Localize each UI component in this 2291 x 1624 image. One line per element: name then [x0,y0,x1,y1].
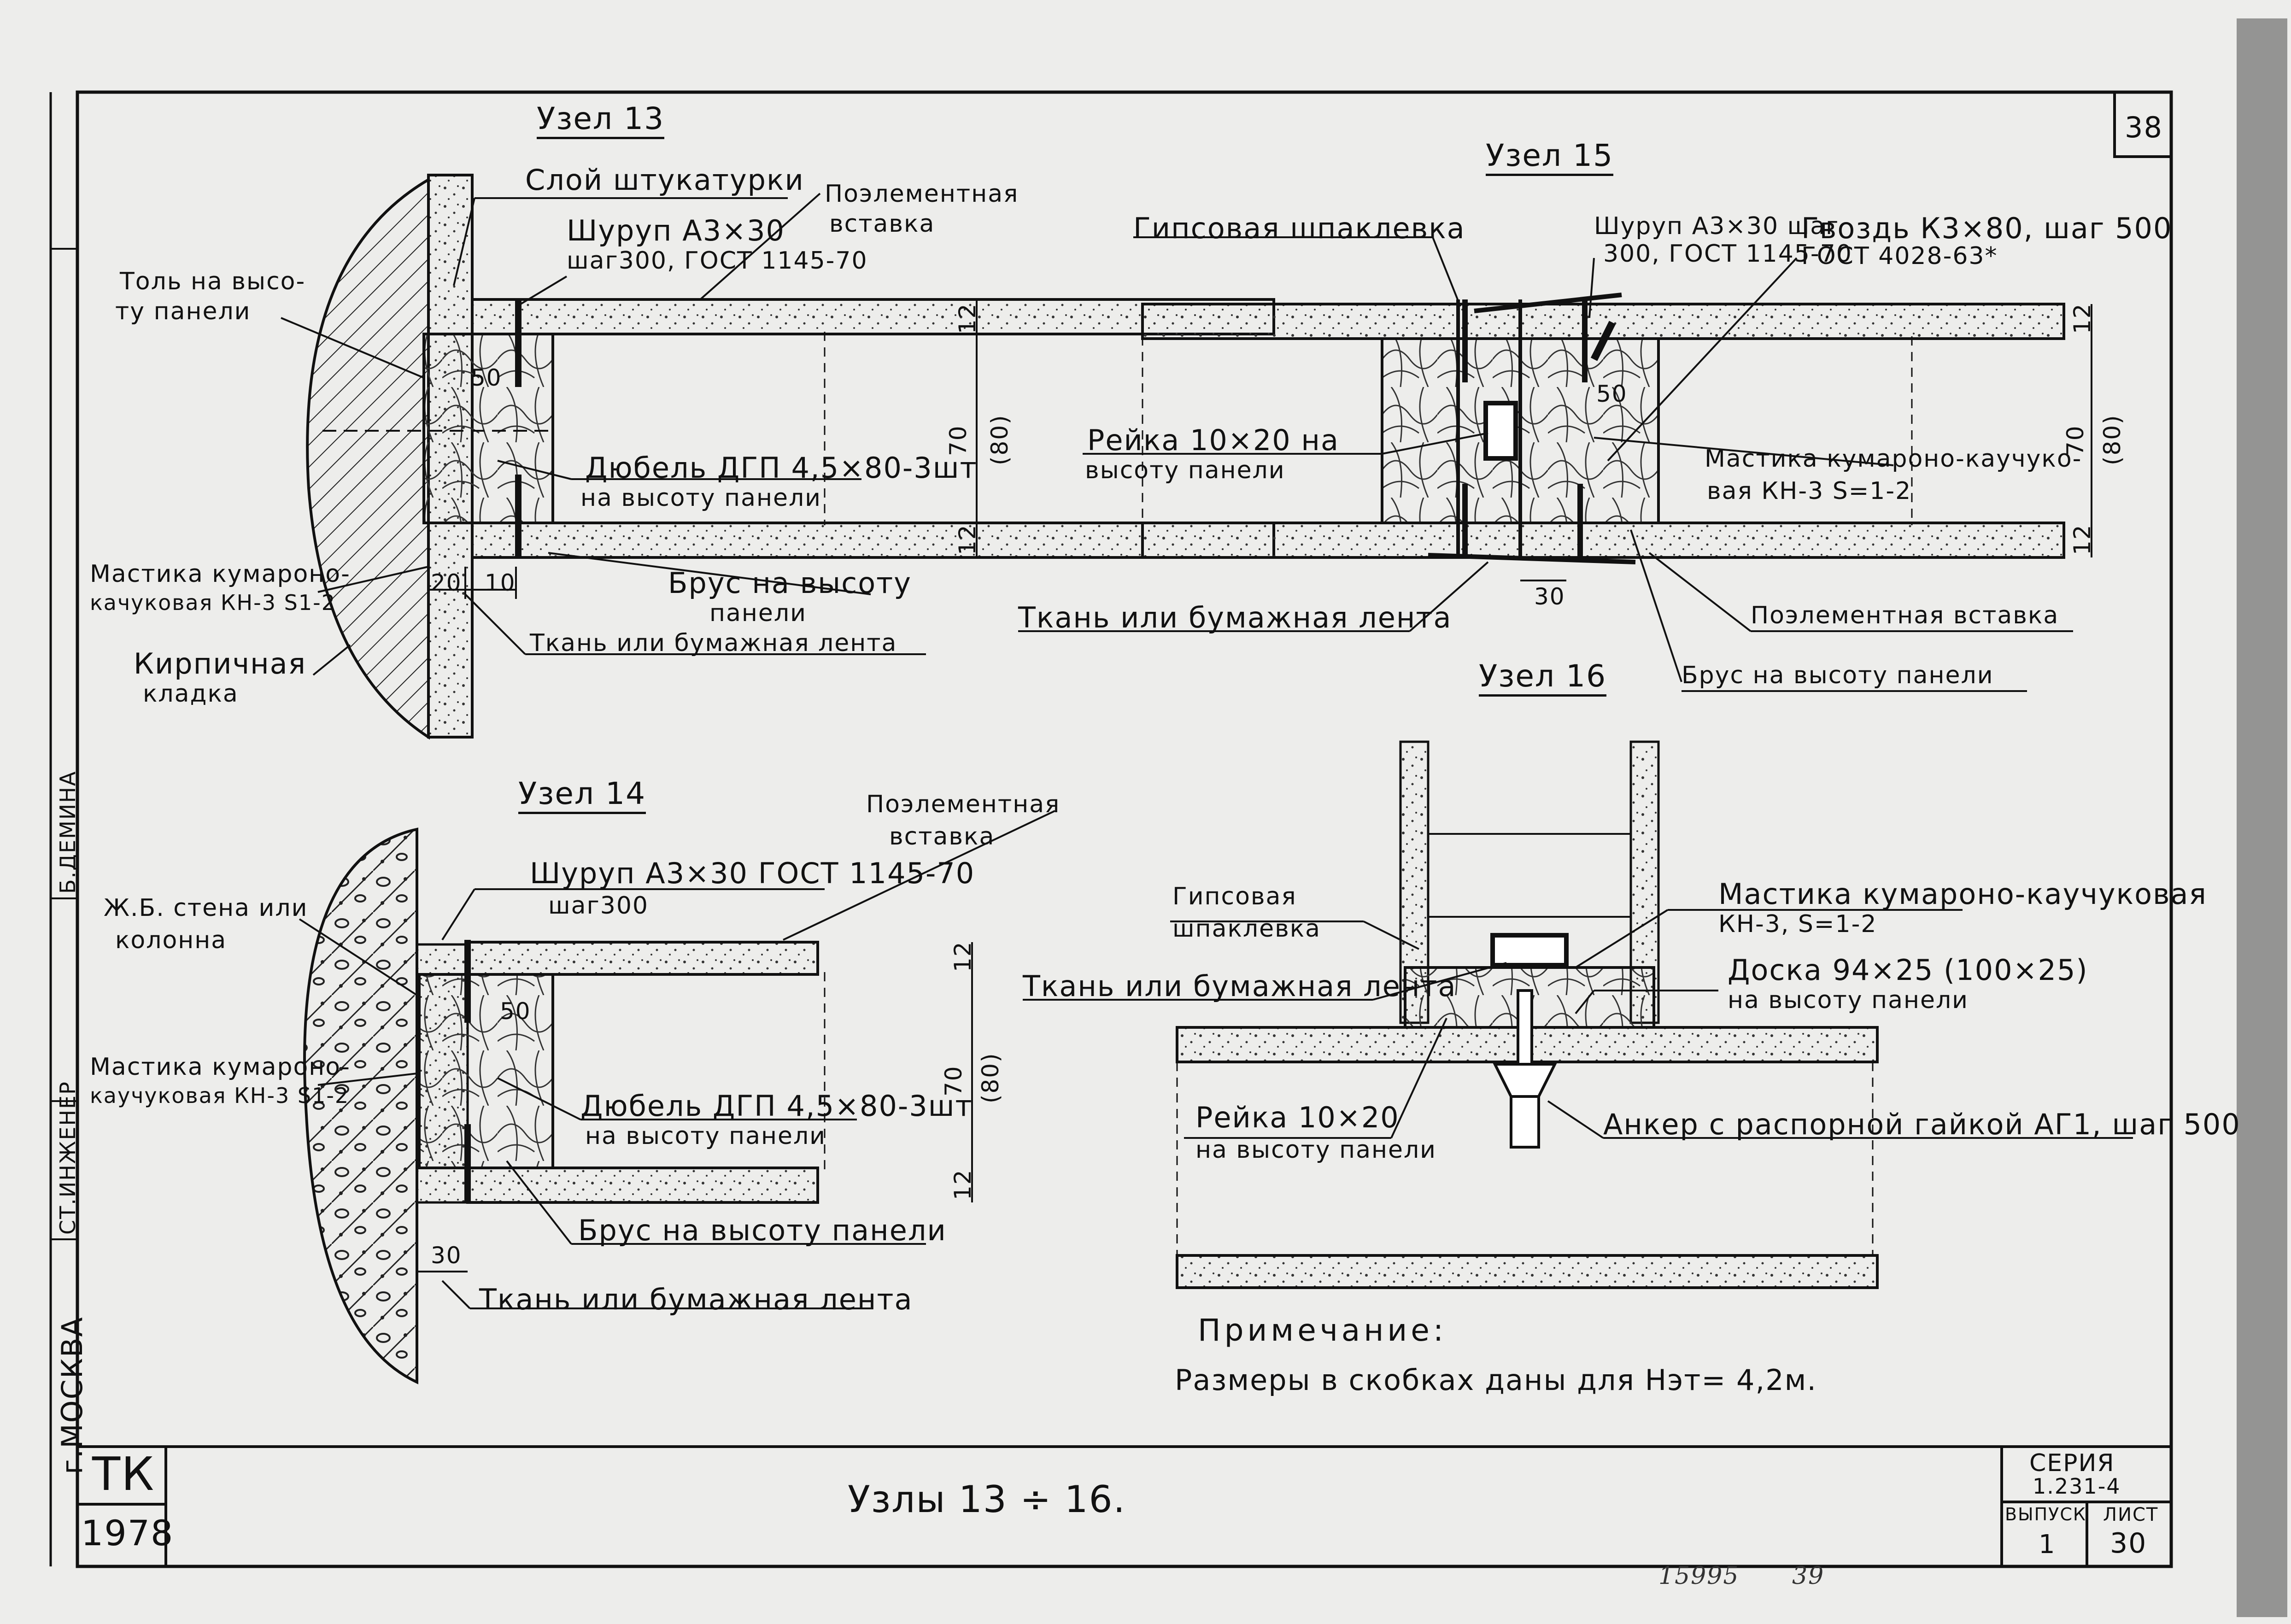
node14-dowel-label-1: Дюбель ДГП 4,5×80-3шт [580,1089,973,1123]
node13-dim-80: (80) [986,414,1013,465]
node16-rail-label-1: Рейка 10×20 [1195,1101,1400,1134]
stamp-role: СТ.ИНЖЕНЕР [55,1081,80,1235]
node16-drawing [1023,740,2133,1289]
node15-beam-label: Брус на высоту панели [1682,662,1994,689]
node13-brick-label-2: кладка [143,680,239,708]
node13-mastic-label-1: Мастика кумароно- [90,560,351,588]
node14-dim-80: (80) [977,1052,1004,1103]
node16-board-label-1: Доска 94×25 (100×25) [1728,953,2088,987]
node15-nail-label-2: ГОСТ 4028-63* [1801,242,1998,270]
node13-brick-label-1: Кирпичная [134,647,306,680]
node13-dim-10: 10 [485,569,516,596]
node13-dim-12-top: 12 [954,303,981,334]
node14-dim-12-bottom: 12 [949,1169,976,1200]
issue-value: 1 [2039,1530,2056,1560]
node15-tape-label: Ткань или бумажная лента [1018,601,1452,634]
node15-mastic-label-2: вая КН-3 S=1-2 [1707,477,1912,505]
node13-tar-label-1: Толь на высо- [120,268,306,295]
node15-insert-label: Поэлементная вставка [1751,602,2059,629]
node14-insert-label-2: вставка [889,823,995,850]
note-heading: Примечание: [1198,1313,1447,1348]
node15-nail-label-1: Гвоздь К3×80, шаг 500 [1801,211,2173,245]
series-value: 1.231-4 [2033,1474,2121,1499]
node14-title: Узел 14 [518,779,646,814]
node14-beam-label: Брус на высоту панели [578,1214,947,1247]
node15-dim-80: (80) [2099,414,2126,465]
node13-dim-50: 50 [471,364,502,391]
node16-putty-label-2: шпаклевка [1172,915,1321,943]
handwritten-number-1: 15995 [1658,1562,1740,1590]
handwritten-number-2: 39 [1792,1562,1825,1590]
drawing-title: Узлы 13 ÷ 16. [848,1478,1126,1521]
node13-mastic-label-2: качуковая КН-3 S1-2 [90,590,336,615]
node13-insert-label-1: Поэлементная [825,180,1019,208]
node14-drawing [299,810,1055,1384]
node15-screw-label-1: Шуруп А3×30 шаг [1594,212,1840,240]
node13-screw-label-1: Шуруп А3×30 [567,214,785,247]
node16-mastic-label-2: КН-3, S=1-2 [1718,910,1877,938]
node13-beam-label-2: панели [709,599,807,627]
node14-screw-label-2: шаг300 [548,892,649,920]
note-text: Размеры в скобках даны для Нэт= 4,2м. [1175,1363,1817,1397]
sheet-value: 30 [2110,1527,2147,1560]
node14-tape-label: Ткань или бумажная лента [479,1283,913,1316]
node16-tape-label: Ткань или бумажная лента [1023,969,1457,1003]
node16-putty-label-1: Гипсовая [1172,883,1297,910]
node14-dowel-label-2: на высоту панели [585,1122,826,1150]
series-label: СЕРИЯ [2029,1449,2115,1477]
node13-dim-20: 20 [431,569,462,596]
node13-dowel-label-1: Дюбель ДГП 4,5×80-3шт [585,451,978,485]
node15-mastic-label-1: Мастика кумароно-каучуко- [1705,445,2082,473]
node16-mastic-label-1: Мастика кумароно-каучуковая [1718,877,2207,911]
node13-beam-label-1: Брус на высоту [668,566,912,600]
node13-dim-12-bottom: 12 [954,524,981,555]
node13-drawing [281,174,1275,740]
node13-screw-label-2: шаг300, ГОСТ 1145-70 [567,247,868,275]
node14-wall-label-2: колонна [115,926,227,954]
node16-board-label-2: на высоту панели [1728,986,1969,1014]
node15-title: Узел 15 [1486,141,1614,176]
org-code: ТК [92,1447,155,1501]
node16-title: Узел 16 [1479,661,1607,697]
issue-label: ВЫПУСК [2005,1504,2086,1524]
node14-dim-50: 50 [500,998,531,1025]
node13-dowel-label-2: на высоту панели [580,484,821,512]
city-label: г.МОСКВА [55,1316,89,1474]
sheet-number-top: 38 [2125,111,2163,144]
node13-insert-label-2: вставка [829,210,935,238]
node14-insert-label-1: Поэлементная [866,791,1061,818]
node13-title: Узел 13 [537,104,665,139]
node13-dim-70: 70 [945,425,972,456]
node16-anchor-label: Анкер с распорной гайкой АГ1, шаг 500 [1603,1108,2241,1141]
node15-putty-label: Гипсовая шпаклевка [1133,211,1465,245]
node15-dim-12-top: 12 [2069,303,2096,334]
node14-wall-label-1: Ж.Б. стена или [104,894,308,922]
node15-dim-12-bottom: 12 [2069,524,2096,555]
node14-mastic-label-2: каучуковая КН-3 S1-2 [90,1083,350,1108]
node16-rail-label-2: на высоту панели [1195,1136,1436,1164]
node15-rail-label-2: высоту панели [1085,457,1285,484]
stamp-name: Б.ДЕМИНА [55,770,80,894]
node14-dim-30: 30 [431,1242,462,1269]
node15-dim-70: 70 [2062,425,2089,456]
node15-dim-50: 50 [1596,381,1628,407]
sheet-label: ЛИСТ [2103,1504,2159,1525]
node13-plaster-label: Слой штукатурки [525,163,804,197]
title-block [77,1445,2171,1566]
node15-screw-label-2: 300, ГОСТ 1145-70 [1603,240,1852,268]
node13-tape-label: Ткань или бумажная лента [530,629,897,657]
sheet-frame [49,18,2287,1617]
year: 1978 [81,1513,174,1554]
node15-rail-label-1: Рейка 10×20 на [1087,423,1339,457]
node14-screw-label-1: Шуруп А3×30 ГОСТ 1145-70 [530,856,975,890]
node14-mastic-label-1: Мастика кумароно- [90,1053,351,1081]
node13-tar-label-2: ту панели [115,298,251,325]
node14-dim-70: 70 [940,1065,967,1096]
node15-dim-30: 30 [1534,583,1565,610]
node14-dim-12-top: 12 [949,941,976,972]
node15-drawing [1018,236,2092,692]
